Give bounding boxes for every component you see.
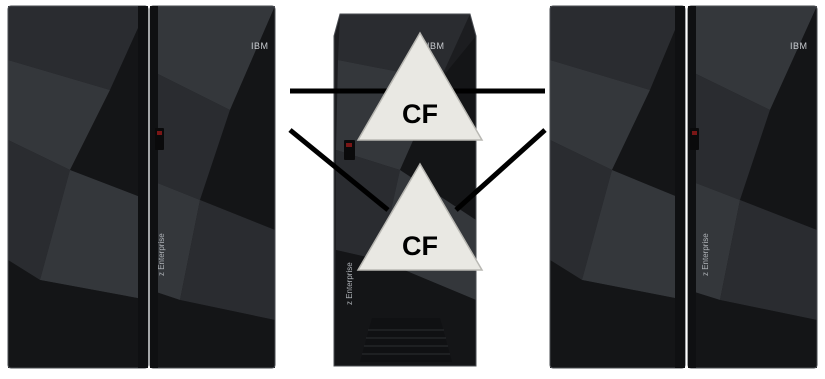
cf-top-triangle <box>356 31 484 141</box>
server-right-frame-a <box>549 5 686 369</box>
link-left-cf-bottom <box>288 128 390 212</box>
link-right-cf-bottom <box>454 128 547 212</box>
server-right-frame-b <box>687 5 818 369</box>
server-right-led <box>692 131 697 135</box>
server-right: IBM z Enterprise <box>549 5 818 369</box>
server-center-brand: IBM <box>427 41 445 51</box>
cf-top: CF <box>356 31 484 141</box>
server-left-brand: IBM <box>251 41 269 51</box>
coupling-links <box>288 88 547 212</box>
server-center-model: z Enterprise <box>345 262 354 305</box>
server-left-frame-b <box>149 5 276 369</box>
server-left-model: z Enterprise <box>157 233 166 276</box>
server-center-led <box>346 143 352 147</box>
cf-bottom: CF <box>356 162 484 271</box>
server-left-frame-a <box>7 5 149 369</box>
server-left-led <box>157 131 162 135</box>
server-right-brand: IBM <box>790 41 808 51</box>
server-left: IBM z Enterprise <box>7 5 276 369</box>
server-right-model: z Enterprise <box>701 233 710 276</box>
cf-bottom-triangle <box>356 162 484 271</box>
cf-bottom-label: CF <box>402 231 438 261</box>
cf-top-label: CF <box>402 99 438 129</box>
server-center-vent <box>360 318 452 362</box>
